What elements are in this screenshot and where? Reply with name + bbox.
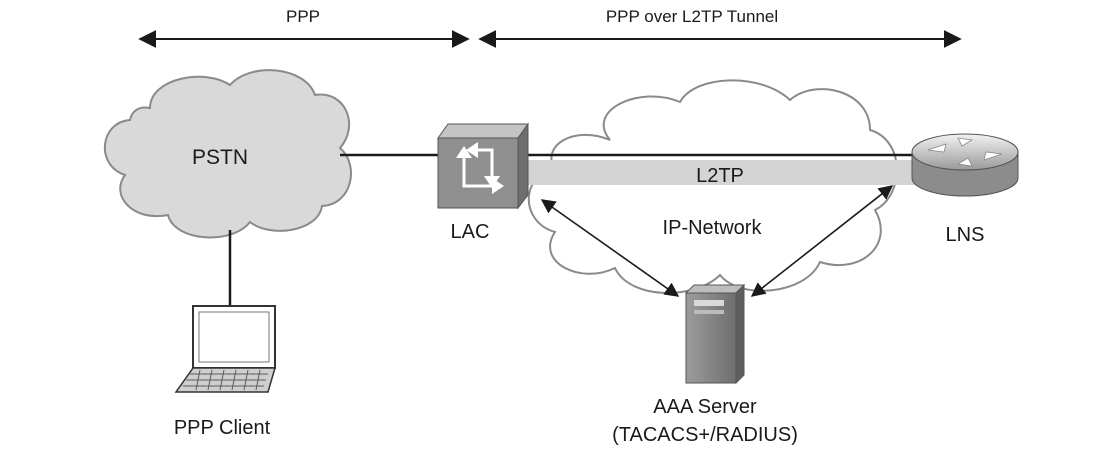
lns-router-icon [911,133,1019,197]
ppp-over-l2tp-span-label: PPP over L2TP Tunnel [606,7,778,26]
lns-label: LNS [946,224,985,246]
aaa-server-label: AAA Server [653,396,757,418]
pstn-cloud-icon [103,69,352,239]
aaa-server-icon [684,283,746,385]
pstn-label: PSTN [192,146,248,169]
ip-network-label: IP-Network [663,217,763,239]
laptop-icon [174,305,276,393]
lns-aaa-arrow [750,185,894,297]
ppp-span-label: PPP [286,7,320,26]
lac-label: LAC [451,221,490,243]
l2tp-tunnel [518,160,918,185]
aaa-server-sublabel: (TACACS+/RADIUS) [612,424,798,446]
l2tp-label: L2TP [696,165,744,187]
lac-device-icon [437,122,529,210]
ppp-client-label: PPP Client [174,417,271,439]
lac-aaa-arrow [540,199,680,297]
